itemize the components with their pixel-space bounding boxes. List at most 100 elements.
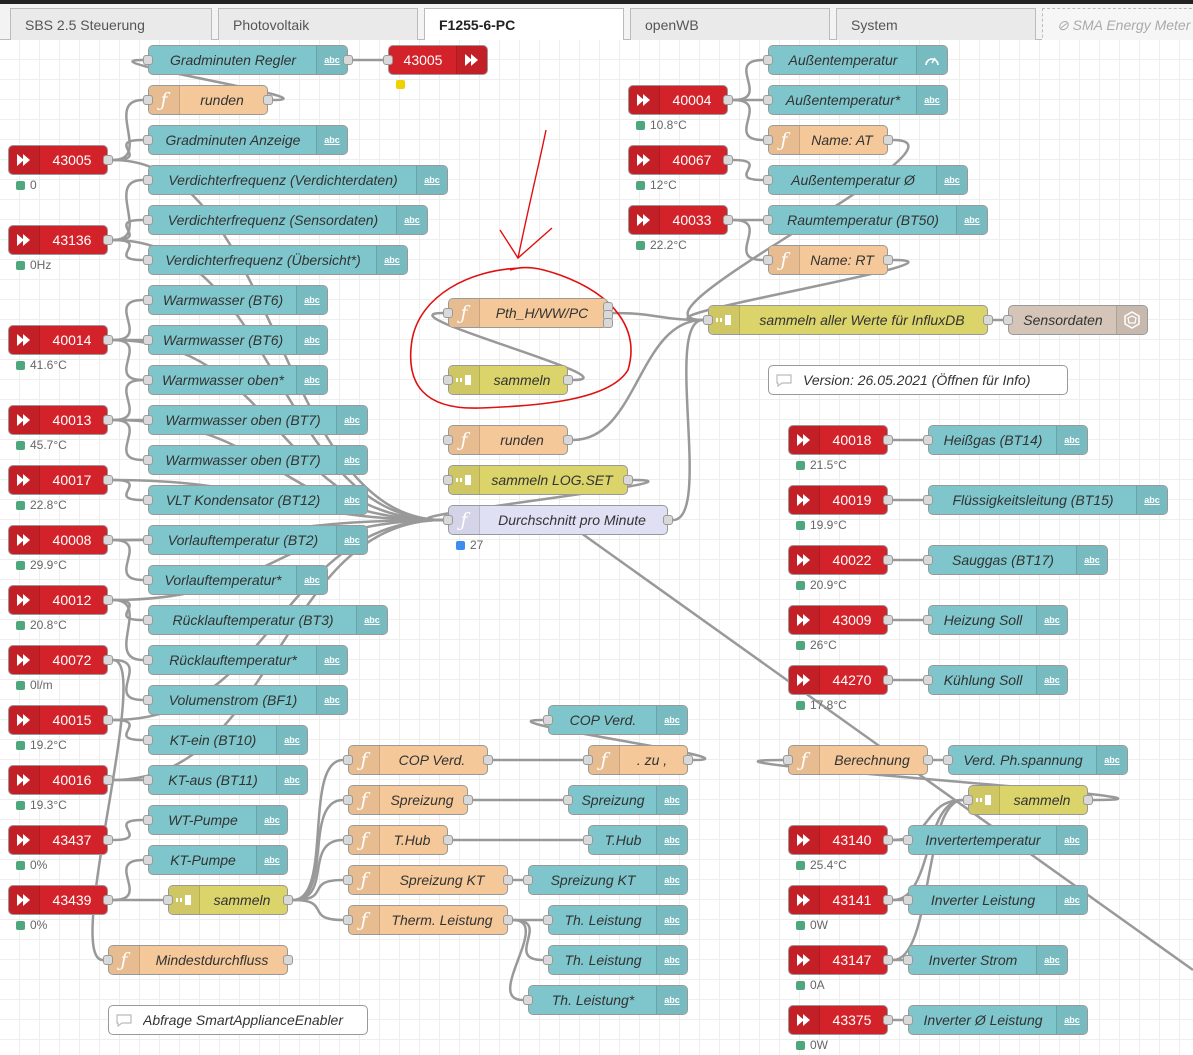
node-comment[interactable]: Abfrage SmartApplianceEnabler (108, 1005, 368, 1035)
input-port[interactable] (903, 1015, 913, 1025)
output-port[interactable] (103, 715, 113, 725)
tab-sbs-2-5-steuerung[interactable]: SBS 2.5 Steuerung (10, 8, 212, 43)
input-port[interactable] (143, 455, 153, 465)
wire[interactable] (112, 598, 144, 662)
output-port[interactable] (263, 95, 273, 105)
node-modbus[interactable]: 43009 (788, 605, 888, 635)
output-port[interactable] (103, 335, 113, 345)
output-port[interactable] (683, 755, 693, 765)
output-port[interactable] (503, 875, 513, 885)
output-port[interactable] (983, 315, 993, 325)
input-port[interactable] (343, 835, 353, 845)
input-port[interactable] (963, 795, 973, 805)
wire[interactable] (112, 178, 144, 242)
wire[interactable] (112, 298, 144, 342)
node-modbus[interactable]: 43141 (788, 885, 888, 915)
node-modbus[interactable]: 43147 (788, 945, 888, 975)
node-modbus[interactable]: 43140 (788, 825, 888, 855)
output-port[interactable] (883, 895, 893, 905)
output-port[interactable] (283, 955, 293, 965)
node-join[interactable]: sammeln (448, 365, 568, 395)
output-port[interactable] (883, 1015, 893, 1025)
input-port[interactable] (543, 955, 553, 965)
node-modbus[interactable]: 40033 (628, 205, 728, 235)
output-port[interactable] (343, 55, 353, 65)
input-port[interactable] (103, 955, 113, 965)
input-port[interactable] (763, 215, 773, 225)
input-port[interactable] (143, 735, 153, 745)
wire[interactable] (292, 798, 344, 902)
input-port[interactable] (383, 55, 393, 65)
input-port[interactable] (763, 255, 773, 265)
input-port[interactable] (143, 175, 153, 185)
wire[interactable] (732, 158, 764, 182)
input-port[interactable] (763, 95, 773, 105)
output-port[interactable] (883, 495, 893, 505)
input-port[interactable] (143, 655, 153, 665)
wire[interactable] (112, 338, 144, 382)
output-port[interactable] (483, 755, 493, 765)
input-port[interactable] (703, 315, 713, 325)
output-port[interactable] (1083, 795, 1093, 805)
node-modbus[interactable]: 40018 (788, 425, 888, 455)
input-port[interactable] (143, 855, 153, 865)
input-port[interactable] (443, 515, 453, 525)
wire[interactable] (572, 318, 704, 442)
input-port[interactable] (903, 895, 913, 905)
tab-photovoltaik[interactable]: Photovoltaik (218, 8, 418, 43)
input-port[interactable] (143, 335, 153, 345)
tab-openwb[interactable]: openWB (630, 8, 830, 43)
output-port[interactable] (103, 155, 113, 165)
input-port[interactable] (443, 308, 453, 318)
output-port[interactable] (103, 835, 113, 845)
output-port[interactable] (603, 318, 613, 328)
node-join[interactable]: sammeln aller Werte für InfluxDB (708, 305, 988, 335)
input-port[interactable] (763, 175, 773, 185)
output-port[interactable] (103, 235, 113, 245)
node-modbus[interactable]: 40019 (788, 485, 888, 515)
output-port[interactable] (923, 755, 933, 765)
wire[interactable] (292, 898, 344, 922)
node-modbus[interactable]: 43005 (8, 145, 108, 175)
node-modbus[interactable]: 40008 (8, 525, 108, 555)
node-modbus[interactable]: 40014 (8, 325, 108, 355)
node-modbus[interactable]: 40022 (788, 545, 888, 575)
wire[interactable] (131, 58, 285, 102)
wire[interactable] (292, 838, 344, 902)
input-port[interactable] (143, 575, 153, 585)
input-port[interactable] (943, 755, 953, 765)
output-port[interactable] (723, 155, 733, 165)
input-port[interactable] (763, 135, 773, 145)
output-port[interactable] (503, 915, 513, 925)
input-port[interactable] (143, 415, 153, 425)
input-port[interactable] (143, 695, 153, 705)
node-join[interactable]: sammeln LOG.SET (448, 465, 628, 495)
node-modbus[interactable]: 40017 (8, 465, 108, 495)
input-port[interactable] (903, 955, 913, 965)
node-join[interactable]: sammeln (968, 785, 1088, 815)
input-port[interactable] (143, 495, 153, 505)
